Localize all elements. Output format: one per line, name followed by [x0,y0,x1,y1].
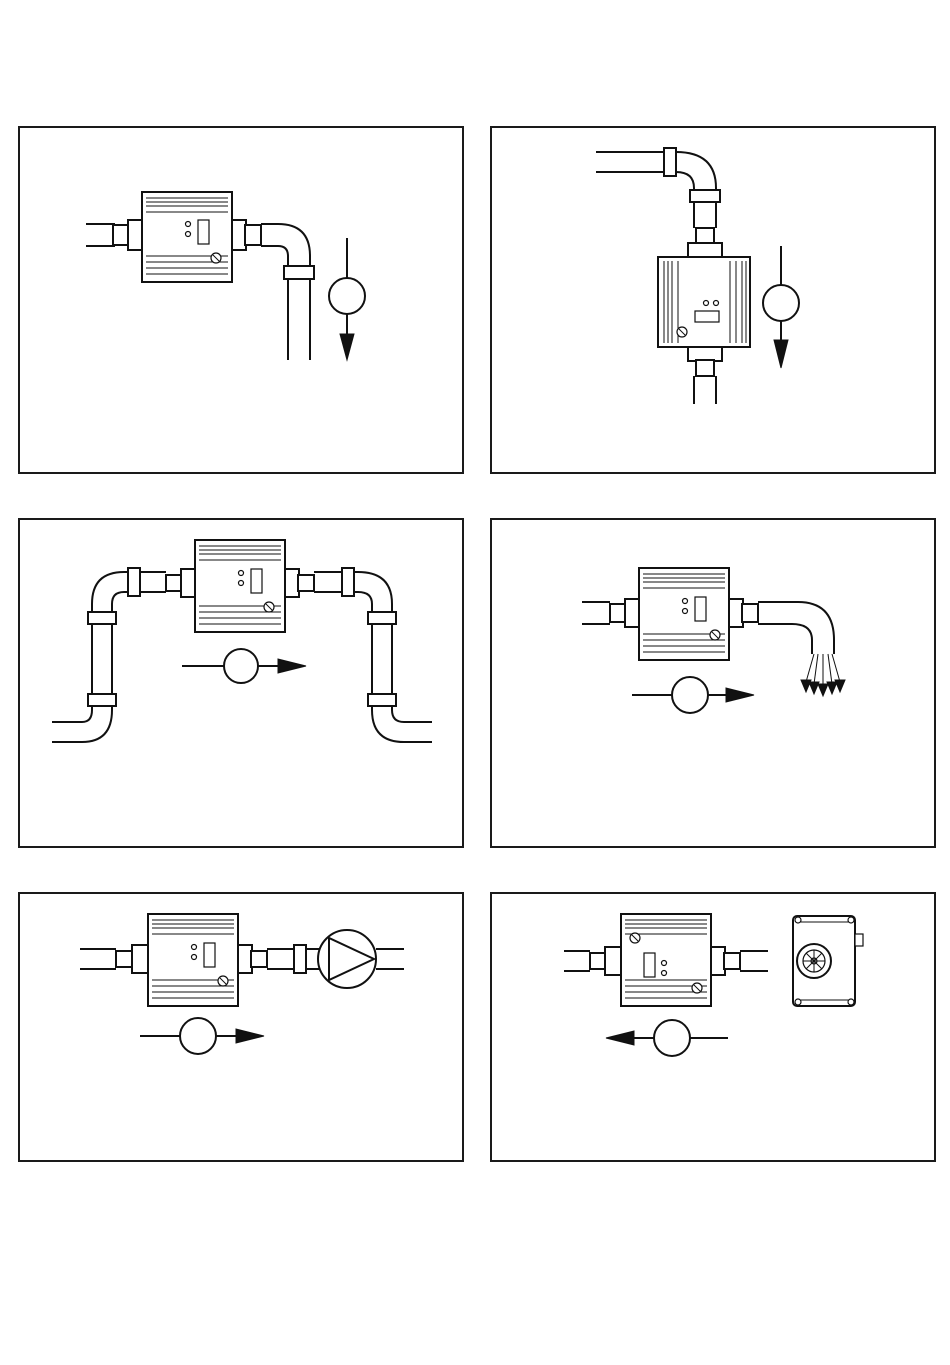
flow-sensor-icon [142,192,232,282]
installation-panel-5 [18,892,464,1162]
installation-diagram-5 [20,894,466,1164]
open-pipe-outlet-icon [758,602,845,696]
inlet-fitting [113,220,142,250]
installation-diagram-1 [20,128,466,476]
flow-direction-arrow-icon [329,238,365,360]
installation-panel-3 [18,518,464,848]
flow-sensor-icon [639,568,729,660]
installation-panel-1 [18,126,464,474]
installation-diagram-3 [20,520,466,850]
pump-icon [318,930,376,988]
flow-sensor-icon [658,257,750,347]
flow-direction-arrow-icon [606,1020,728,1056]
flow-sensor-icon [195,540,285,632]
installation-diagram-4 [492,520,938,850]
flow-direction-arrow-icon [182,649,306,683]
flow-direction-arrow-icon [632,677,754,713]
flow-sensor-icon [148,914,238,1006]
installation-diagram-2 [492,128,938,476]
installation-panel-2 [490,126,936,474]
installation-panel-4 [490,518,936,848]
installation-diagram-6 [492,894,938,1164]
flow-direction-arrow-icon [140,1018,264,1054]
installation-panel-6 [490,892,936,1162]
flow-direction-arrow-icon [763,246,799,368]
valve-icon [793,916,863,1006]
